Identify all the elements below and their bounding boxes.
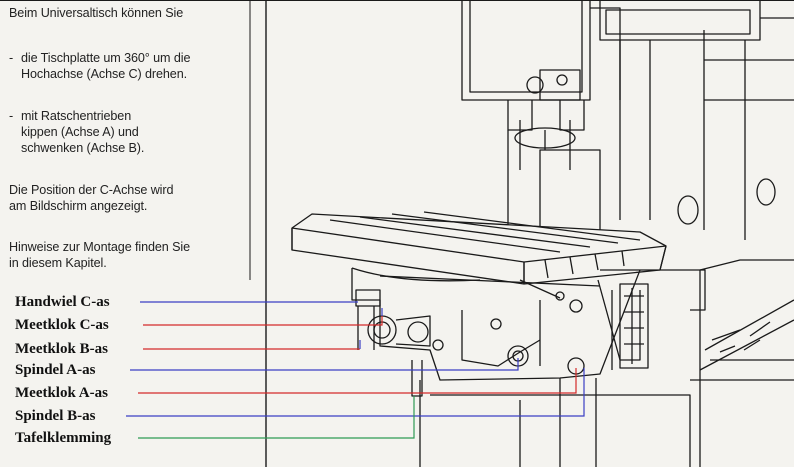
callout-label-meetklok-a: Meetklok A-as bbox=[15, 385, 108, 401]
callout-label-handwiel-c: Handwiel C-as bbox=[15, 294, 110, 310]
bullet-text-line: Hochachse (Achse C) drehen. bbox=[21, 67, 187, 81]
bullet-dash: - bbox=[9, 51, 14, 65]
callout-label-meetklok-b: Meetklok B-as bbox=[15, 341, 108, 357]
paragraph-line: am Bildschirm angezeigt. bbox=[9, 199, 148, 213]
callout-label-spindel-b: Spindel B-as bbox=[15, 408, 96, 424]
intro-text: Beim Universaltisch können Sie bbox=[9, 6, 184, 20]
callout-label-meetklok-c: Meetklok C-as bbox=[15, 317, 109, 333]
callout-label-tafelklemming: Tafelklemming bbox=[15, 430, 112, 446]
bullet-text-line: die Tischplatte um 360° um die bbox=[21, 51, 191, 65]
bullet-text-line: mit Ratschentrieben bbox=[21, 109, 132, 123]
paragraph-line: Die Position der C-Achse wird bbox=[9, 183, 174, 197]
paragraph-line: Hinweise zur Montage finden Sie bbox=[9, 240, 191, 254]
paragraph-line: in diesem Kapitel. bbox=[9, 256, 107, 270]
callout-label-spindel-a: Spindel A-as bbox=[15, 362, 96, 378]
bullet-text-line: kippen (Achse A) und bbox=[21, 125, 139, 139]
bullet-dash: - bbox=[9, 109, 14, 123]
bullet-text-line: schwenken (Achse B). bbox=[21, 141, 145, 155]
